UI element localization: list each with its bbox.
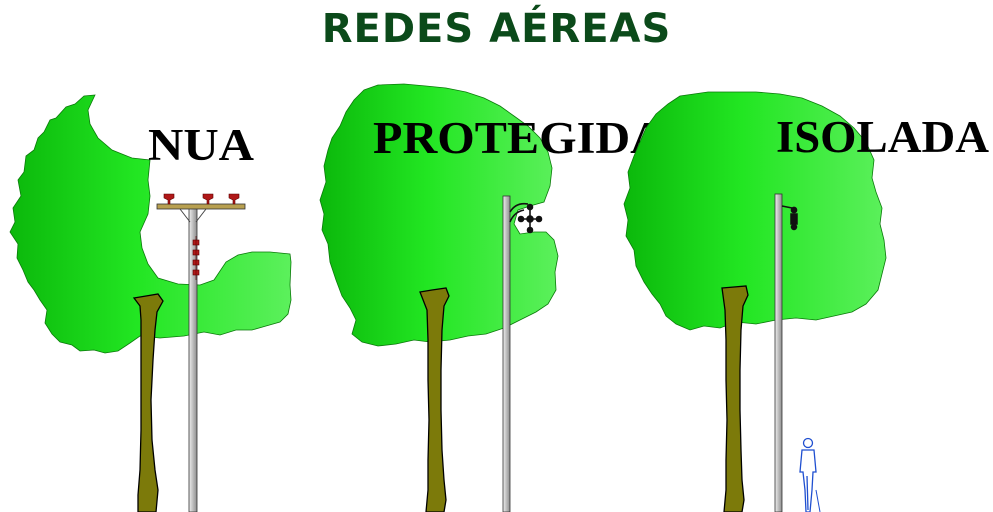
crossarm-braces — [179, 208, 207, 223]
tree-canopy-nua — [9, 94, 292, 354]
person-silhouette — [799, 437, 821, 512]
tree-trunk-nua — [132, 293, 164, 512]
page-title: REDES AÉREAS — [321, 6, 672, 52]
spacer-cable-bracket — [509, 202, 543, 234]
pin-insulators — [163, 193, 240, 205]
panel-isolada: ISOLADA — [623, 91, 990, 512]
panel-nua: NUA — [9, 94, 292, 512]
label-nua: NUA — [148, 120, 255, 170]
utility-pole-isolada — [774, 193, 783, 512]
label-isolada: ISOLADA — [776, 112, 990, 162]
tree-trunk-protegida — [419, 287, 450, 512]
insulated-cable-clamp — [781, 205, 798, 231]
panel-protegida: PROTEGIDA — [319, 83, 666, 512]
label-protegida: PROTEGIDA — [373, 113, 666, 163]
crossarm — [156, 203, 246, 210]
utility-pole-protegida — [502, 195, 511, 512]
tree-canopy-isolada — [623, 91, 887, 331]
secondary-rack-insulators — [192, 236, 200, 280]
tree-trunk-isolada — [721, 285, 749, 512]
